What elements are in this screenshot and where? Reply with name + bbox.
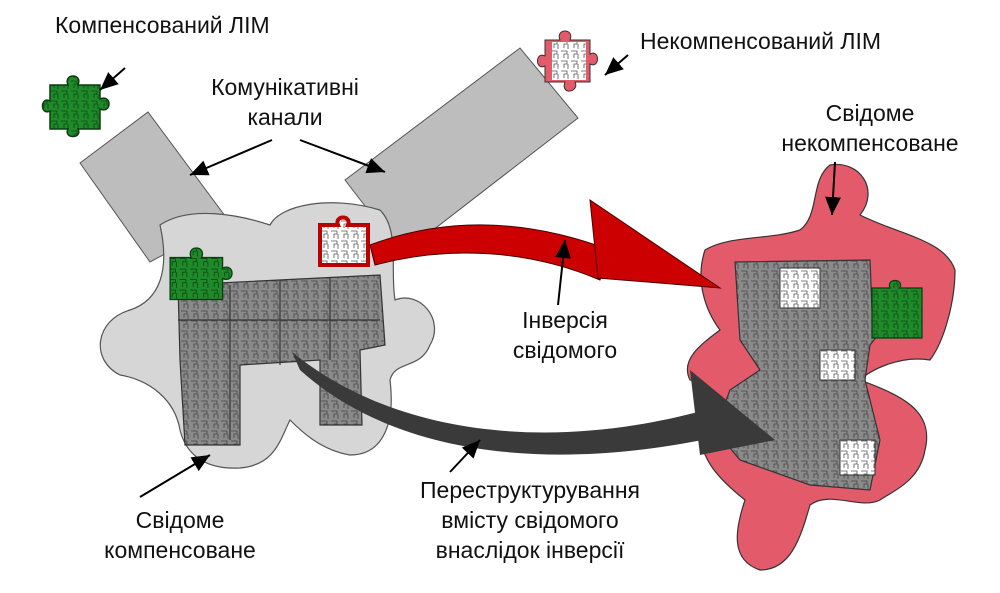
label-conscious-uncompensated: Свідоме некомпенсоване	[780, 98, 960, 158]
label-line: Свідоме	[135, 507, 225, 533]
green-puzzle-piece-icon	[41, 75, 110, 138]
label-line: внаслідок інверсії	[435, 537, 625, 563]
pointer-uncomp-area	[825, 161, 842, 216]
label-line: канали	[247, 104, 323, 130]
label-conscious-compensated: Свідоме компенсоване	[95, 505, 265, 565]
label-inversion: Інверсія свідомого	[495, 305, 635, 365]
label-line: свідомого	[512, 337, 618, 363]
label-line: Комунікативні	[211, 74, 359, 100]
pointer-channel-left	[189, 139, 273, 176]
pointer-compensated	[99, 67, 126, 91]
label-channels: Комунікативні канали	[200, 72, 370, 132]
label-line: Переструктурування	[420, 477, 640, 503]
label-line: Інверсія	[522, 307, 608, 333]
red-piece-in-place	[318, 215, 370, 267]
pointer-inversion	[555, 239, 572, 306]
inversion-arrow	[369, 224, 611, 281]
label-uncompensated-lim: Некомпенсований ЛІМ	[640, 28, 882, 54]
label-line: Свідоме	[825, 100, 915, 126]
green-piece-in-place	[169, 247, 233, 301]
label-line: вмісту свідомого	[441, 507, 619, 533]
label-restructuring: Переструктурування вмісту свідомого внас…	[385, 475, 675, 565]
green-piece-right	[871, 279, 923, 339]
label-line: компенсоване	[104, 537, 256, 563]
restructuring-arrow	[292, 352, 712, 455]
label-compensated-lim: Компенсований ЛІМ	[55, 12, 270, 38]
pointer-channel-right	[299, 139, 386, 174]
label-line: некомпенсоване	[781, 130, 959, 156]
pointer-comp-area	[139, 454, 211, 498]
pointer-restructure	[449, 439, 481, 473]
pointer-uncompensated	[604, 54, 629, 76]
